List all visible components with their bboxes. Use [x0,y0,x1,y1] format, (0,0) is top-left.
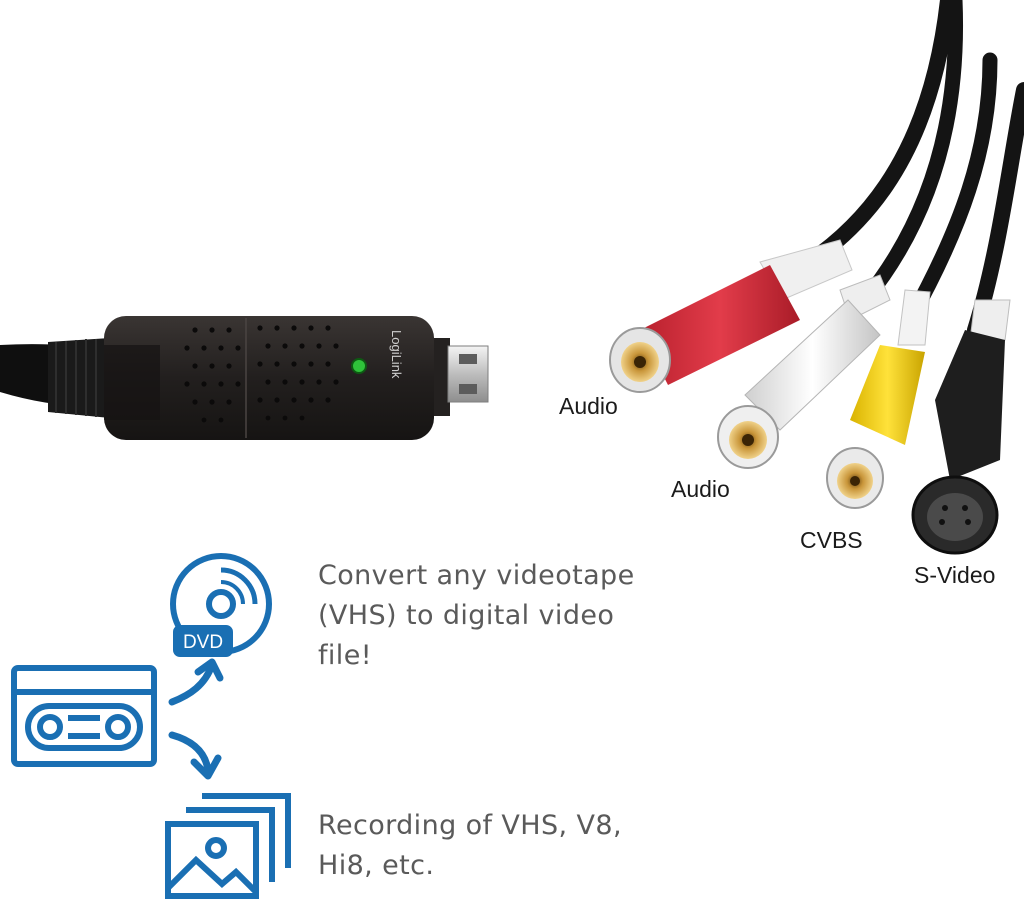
recording-feature-text: Recording of VHS, V8, Hi8, etc. [318,806,622,886]
svideo-connector [911,299,1011,555]
image-stack-icon [165,793,291,899]
brand-logo: LogiLink [389,330,404,379]
curved-arrow-icon-down [168,731,222,780]
vent-holes [184,325,339,423]
audio-red-label: Audio [559,393,618,419]
vhs-cassette-icon [11,665,157,767]
dvd-disc-icon [170,553,272,657]
led-indicator [351,358,367,374]
rca-white-connector [717,274,891,469]
convert-line-2: (VHS) to digital video [318,600,615,631]
recording-line-2: Hi8, etc. [318,850,435,881]
svideo-label: S-Video [914,562,996,588]
dvd-icon-label: DVD [183,632,223,653]
strain-relief-ribs [55,339,97,417]
audio-white-label: Audio [671,476,730,502]
rca-red-connector [609,239,853,393]
cvbs-label: CVBS [800,527,863,553]
usb-plug [447,345,489,403]
usb-capture-device: LogiLink [0,316,489,440]
convert-feature-text: Convert any videotape (VHS) to digital v… [318,556,635,676]
recording-line-1: Recording of VHS, V8, [318,810,622,841]
rca-yellow-connector [826,289,931,509]
curved-arrow-icon [168,658,224,706]
convert-line-3: file! [318,640,372,671]
convert-line-1: Convert any videotape [318,560,635,591]
